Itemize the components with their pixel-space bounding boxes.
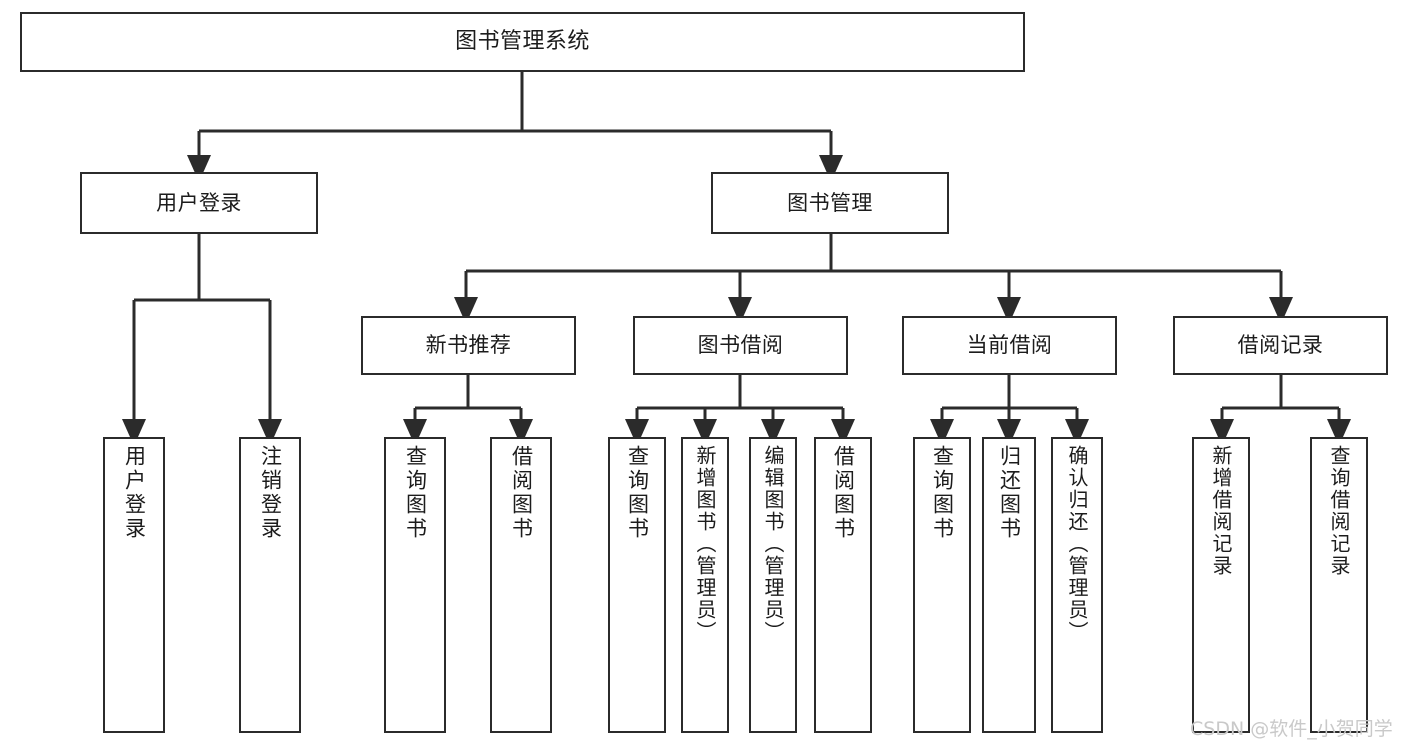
leaf-add-borrow-record[interactable]: 新增借阅记录 <box>1192 437 1250 733</box>
node-borrow-record[interactable]: 借阅记录 <box>1173 316 1388 375</box>
node-current-borrow[interactable]: 当前借阅 <box>902 316 1117 375</box>
node-new-book-recommend[interactable]: 新书推荐 <box>361 316 576 375</box>
leaf-logout[interactable]: 注销登录 <box>239 437 301 733</box>
node-user-login[interactable]: 用户登录 <box>80 172 318 234</box>
node-book-management[interactable]: 图书管理 <box>711 172 949 234</box>
node-label: 用户登录 <box>122 445 147 541</box>
node-label: 确认归还（管理员） <box>1065 445 1089 643</box>
node-label: 查询图书 <box>625 445 650 541</box>
node-label: 查询图书 <box>403 445 428 541</box>
leaf-return-book[interactable]: 归还图书 <box>982 437 1036 733</box>
node-label: 新书推荐 <box>425 333 512 358</box>
node-label: 用户登录 <box>156 190 242 215</box>
leaf-borrow-book-recommend[interactable]: 借阅图书 <box>490 437 552 733</box>
leaf-query-book-borrow[interactable]: 查询图书 <box>608 437 666 733</box>
node-label: 查询图书 <box>930 445 955 541</box>
leaf-query-book-current[interactable]: 查询图书 <box>913 437 971 733</box>
node-label: 图书管理 <box>787 190 873 215</box>
leaf-edit-book-admin[interactable]: 编辑图书（管理员） <box>749 437 797 733</box>
node-root-system[interactable]: 图书管理系统 <box>20 12 1025 72</box>
node-label: 新增借阅记录 <box>1209 445 1233 577</box>
node-label: 归还图书 <box>997 445 1022 541</box>
node-label: 新增图书（管理员） <box>693 445 717 643</box>
node-label: 图书管理系统 <box>455 29 590 55</box>
leaf-user-login[interactable]: 用户登录 <box>103 437 165 733</box>
csdn-watermark: CSDN @软件_小贺同学 <box>1190 718 1393 740</box>
node-label: 借阅图书 <box>831 445 856 541</box>
leaf-add-book-admin[interactable]: 新增图书（管理员） <box>681 437 729 733</box>
node-label: 查询借阅记录 <box>1327 445 1351 577</box>
node-label: 借阅图书 <box>509 445 534 541</box>
node-label: 借阅记录 <box>1237 333 1324 358</box>
node-label: 图书借阅 <box>697 333 784 358</box>
leaf-query-borrow-record[interactable]: 查询借阅记录 <box>1310 437 1368 733</box>
leaf-confirm-return-admin[interactable]: 确认归还（管理员） <box>1051 437 1103 733</box>
leaf-borrow-book[interactable]: 借阅图书 <box>814 437 872 733</box>
node-label: 编辑图书（管理员） <box>761 445 785 643</box>
node-book-borrow[interactable]: 图书借阅 <box>633 316 848 375</box>
node-label: 注销登录 <box>258 445 283 541</box>
node-label: 当前借阅 <box>966 333 1053 358</box>
leaf-query-book-recommend[interactable]: 查询图书 <box>384 437 446 733</box>
